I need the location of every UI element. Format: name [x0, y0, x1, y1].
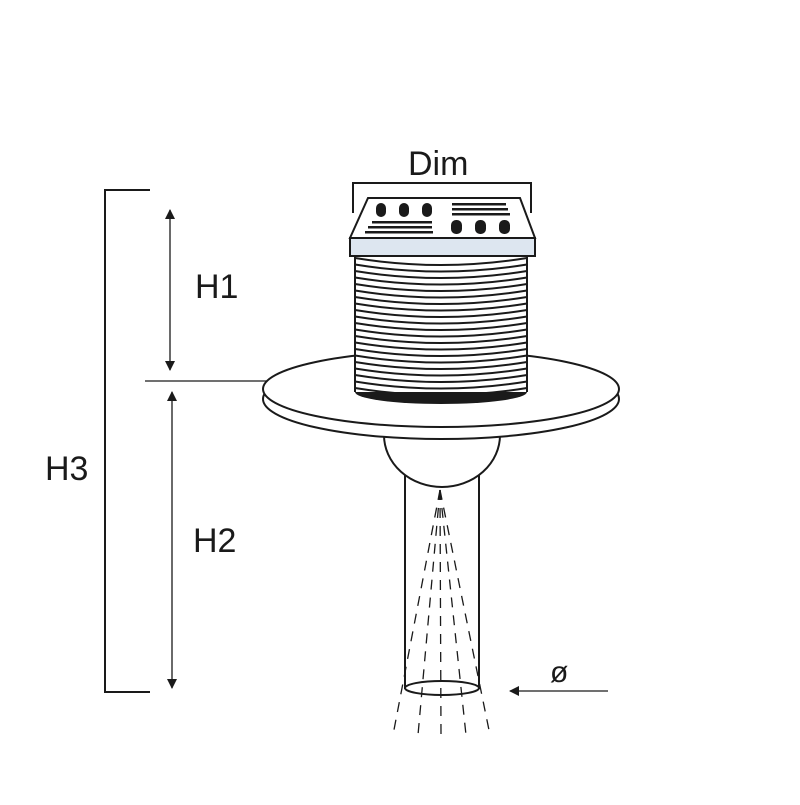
thread-line [354, 387, 528, 396]
grate-slots [365, 203, 510, 234]
outlet-pipe [404, 469, 480, 696]
thread-line [354, 322, 528, 331]
thread-line [354, 374, 528, 383]
diameter-label: ø [550, 656, 568, 689]
thread-line [354, 289, 528, 299]
thread-line [354, 309, 528, 318]
thread-line [354, 341, 528, 351]
grate-frame [349, 237, 536, 257]
flow-lines [392, 489, 491, 736]
thread-line [354, 380, 528, 390]
threaded-body [354, 252, 528, 404]
thread-line [354, 361, 528, 370]
h1-label: H1 [195, 268, 238, 306]
dim-label: Dim [408, 145, 468, 183]
thread-line [354, 328, 528, 338]
thread-line [354, 348, 528, 357]
dim-bracket [352, 182, 532, 213]
h3-label: H3 [45, 450, 88, 488]
h2-label: H2 [193, 522, 236, 560]
thread-line [354, 263, 528, 273]
thread-line [354, 302, 528, 312]
thread-line [354, 315, 528, 325]
thread-line [354, 367, 528, 377]
h3-bracket [104, 189, 150, 693]
thread-line [354, 257, 528, 266]
grate [348, 197, 537, 257]
thread-line [354, 276, 528, 286]
thread-line [354, 354, 528, 364]
thread-line [354, 270, 528, 279]
thread-line [354, 296, 528, 305]
drain-bowl [382, 434, 502, 488]
thread-line [354, 335, 528, 344]
thread-line [354, 283, 528, 292]
